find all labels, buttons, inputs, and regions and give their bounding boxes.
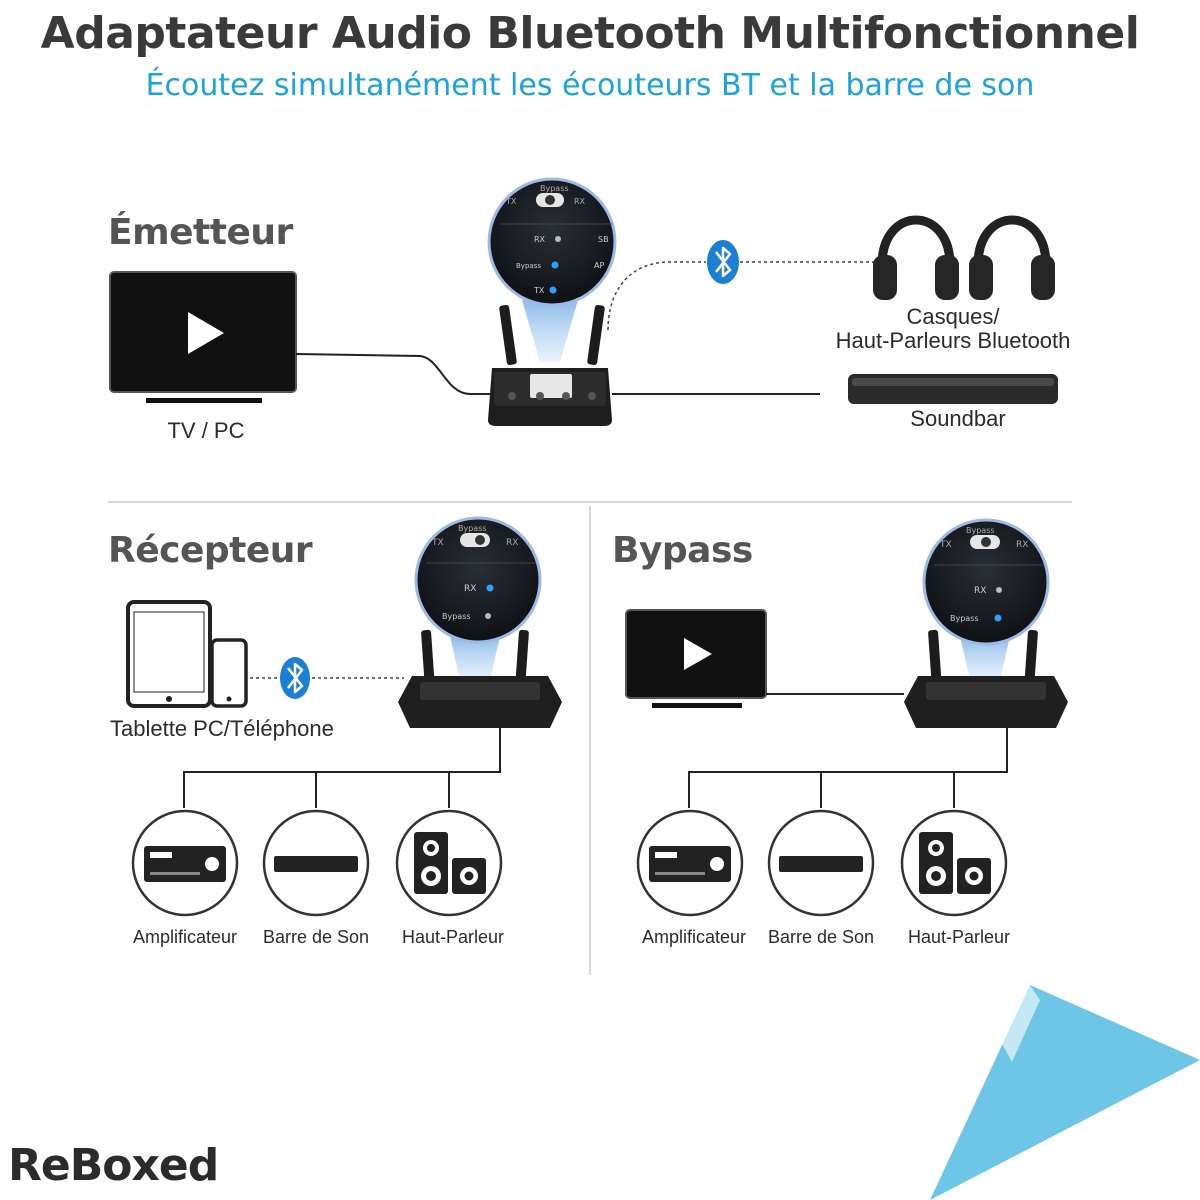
zoom-bypass-led2: Bypass	[950, 614, 979, 623]
zoom-tx-rx-label: RX	[574, 197, 586, 206]
zoom-circle-rx	[414, 516, 542, 644]
section-title-transmitter: Émetteur	[108, 212, 293, 253]
zoom-tx-side2: AP	[594, 261, 604, 270]
headphones-icon	[969, 215, 1055, 300]
tv-monitor	[109, 271, 297, 403]
reboxed-logo: ReBoxed	[8, 1140, 219, 1191]
section-title-receiver: Récepteur	[108, 530, 313, 571]
page-title: Adaptateur Audio Bluetooth Multifonction…	[40, 8, 1140, 59]
tv-monitor	[625, 609, 767, 708]
zoom-bypass-led1: RX	[974, 586, 986, 596]
antenna-left	[499, 304, 517, 366]
bluetooth-icon	[280, 657, 310, 699]
zoom-tx-led3: TX	[533, 286, 545, 295]
bluetooth-icon	[707, 240, 739, 284]
section-title-bypass: Bypass	[612, 530, 753, 571]
soundbar-icon	[262, 809, 370, 917]
speaker-icon	[395, 809, 503, 917]
connection-tree	[688, 728, 1008, 808]
output-label-soundbar: Barre de Son	[767, 927, 875, 947]
adapter-device-tx	[488, 368, 612, 426]
soundbar-label: Soundbar	[910, 406, 1006, 431]
adapter-device-rx	[398, 676, 562, 728]
headphones-label-line2: Haut-Parleurs Bluetooth	[835, 328, 1071, 353]
output-label-soundbar: Barre de Son	[262, 927, 370, 947]
zoom-tx-led1: RX	[534, 235, 546, 244]
zoom-rx-led2: Bypass	[442, 612, 471, 621]
connection-tree	[183, 728, 501, 808]
zoom-rx-led1: RX	[464, 584, 476, 594]
tv-cable	[295, 353, 492, 395]
zoom-tx-side1: SB	[598, 235, 609, 244]
zoom-tx-led2: Bypass	[516, 262, 541, 270]
speaker-icon	[900, 809, 1008, 917]
output-label-speaker: Haut-Parleur	[401, 927, 505, 947]
zoom-bypass-rx-label: RX	[1016, 540, 1028, 550]
output-label-speaker: Haut-Parleur	[907, 927, 1011, 947]
play-icon	[684, 638, 712, 670]
page-subtitle: Écoutez simultanément les écouteurs BT e…	[145, 68, 1035, 103]
play-icon	[188, 312, 224, 354]
amplifier-icon	[131, 809, 239, 917]
zoom-beam-tx	[522, 300, 578, 362]
headphones-icon	[873, 215, 959, 300]
zoom-rx-tx-label: TX	[431, 538, 444, 548]
amplifier-icon	[636, 809, 744, 917]
adapter-device-bypass	[904, 676, 1068, 728]
soundbar-icon	[848, 374, 1058, 404]
zoom-circle-bypass	[922, 518, 1050, 646]
page-curl-corner	[930, 985, 1200, 1200]
headphones-label-line1: Casques/	[906, 304, 1000, 329]
zoom-bypass-switch-label: Bypass	[966, 526, 995, 535]
zoom-circle-tx	[487, 177, 617, 307]
zoom-tx-tx-label: TX	[505, 197, 517, 206]
tv-pc-label: TV / PC	[167, 418, 245, 443]
tablet-phone-label: Tablette PC/Téléphone	[110, 716, 334, 741]
zoom-rx-switch-label: Bypass	[458, 524, 487, 533]
output-label-amplifier: Amplificateur	[132, 927, 238, 947]
zoom-rx-rx-label: RX	[506, 538, 518, 548]
bt-link-tx	[607, 261, 706, 331]
phone-icon	[210, 638, 248, 708]
antenna-right	[587, 304, 605, 366]
zoom-tx-switch-label: Bypass	[540, 184, 569, 193]
output-label-amplifier: Amplificateur	[641, 927, 747, 947]
tablet-icon	[126, 600, 212, 708]
soundbar-icon	[767, 809, 875, 917]
zoom-bypass-tx-label: TX	[939, 540, 952, 550]
